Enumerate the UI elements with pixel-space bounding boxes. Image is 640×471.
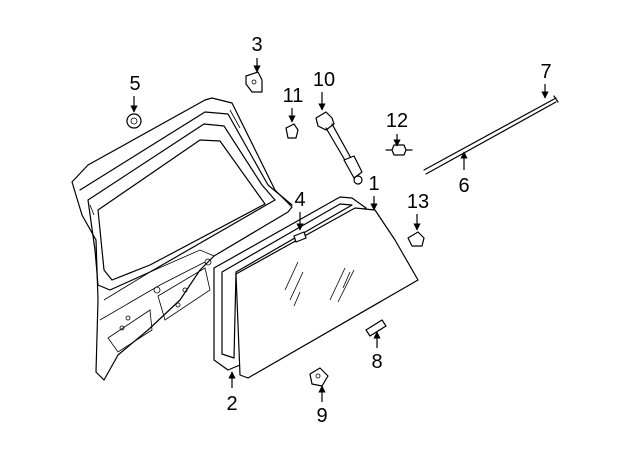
callout-1: 1: [368, 173, 379, 195]
part-11-bumper: [285, 123, 299, 139]
part-6-7-molding: [423, 95, 559, 175]
part-10-lift-support: [315, 111, 363, 185]
part-8-pin: [365, 319, 387, 337]
part-1-glass: [235, 207, 419, 379]
part-4-spacer: [293, 231, 307, 243]
callout-11: 11: [283, 85, 304, 107]
callout-9: 9: [316, 405, 327, 427]
callout-4: 4: [294, 189, 305, 211]
callout-7: 7: [540, 61, 551, 83]
part-5-grommet: [126, 113, 142, 129]
callout-13: 13: [407, 191, 429, 213]
leader-lines: [130, 58, 549, 402]
callout-8: 8: [371, 351, 382, 373]
liftgate-panel: [71, 97, 293, 381]
callout-2: 2: [226, 393, 237, 415]
part-13-bumper: [407, 231, 425, 247]
callout-5: 5: [129, 73, 140, 95]
part-3-clip: [245, 71, 263, 93]
part-12-fastener: [385, 144, 413, 156]
callout-10: 10: [313, 69, 335, 91]
callout-12: 12: [386, 110, 408, 132]
part-9-clip: [309, 367, 329, 387]
callout-3: 3: [251, 34, 262, 56]
callout-6: 6: [458, 175, 469, 197]
